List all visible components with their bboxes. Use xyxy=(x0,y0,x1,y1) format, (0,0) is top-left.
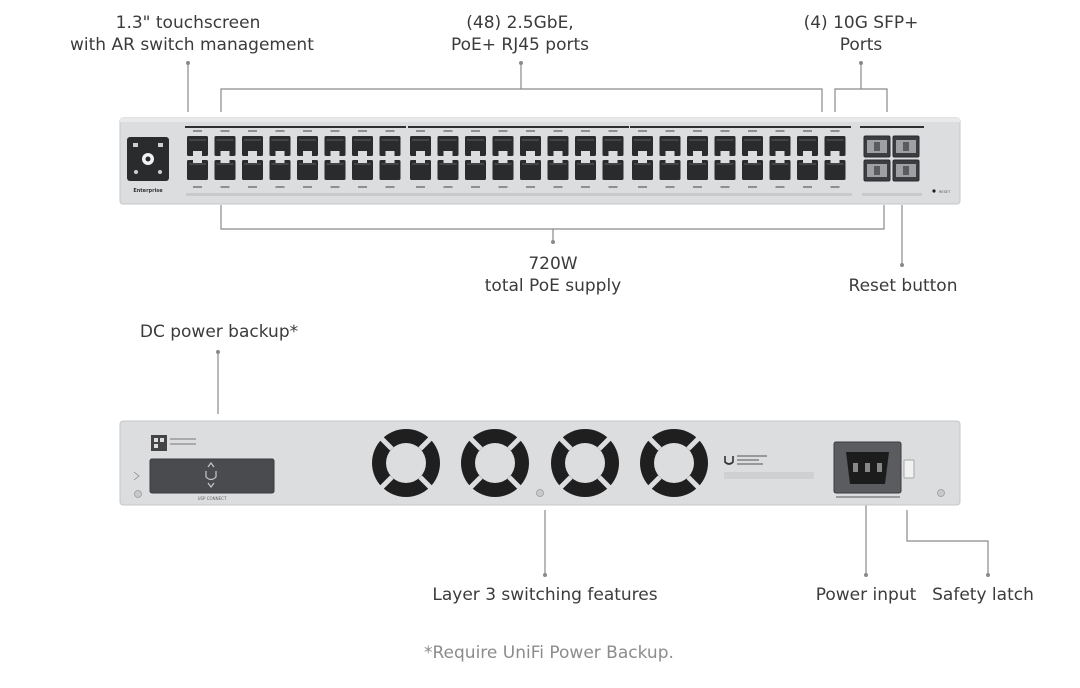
cooling-fans xyxy=(372,429,708,497)
usp-connect-label: USP CONNECT xyxy=(198,496,227,501)
sfp-port-array xyxy=(860,126,924,182)
sfp-ports-callout-line1: (4) 10G SFP+ xyxy=(803,13,919,33)
safety-latch-callout: Safety latch xyxy=(932,585,1034,605)
front-brand-label: Enterprise xyxy=(133,188,163,194)
layer3-callout: Layer 3 switching features xyxy=(432,585,658,605)
sfp-ports-callout: (4) 10G SFP+ Ports xyxy=(796,12,926,56)
poe-supply-callout-line1: 720W xyxy=(528,254,578,274)
touchscreen-callout-line1: 1.3" touchscreen xyxy=(115,13,261,33)
sfp-ports-callout-line2: Ports xyxy=(839,35,883,55)
touchscreen-callout: 1.3" touchscreen with AR switch manageme… xyxy=(70,12,314,56)
dc-backup-callout: DC power backup* xyxy=(139,322,299,342)
rj45-ports-callout: (48) 2.5GbE, PoE+ RJ45 ports xyxy=(420,12,620,56)
safety-latch-leader xyxy=(906,510,989,575)
poe-supply-callout-line2: total PoE supply xyxy=(484,276,622,296)
rear-screws xyxy=(134,489,945,498)
power-input-callout: Power input xyxy=(815,585,917,605)
rear-logo xyxy=(724,455,814,479)
safety-latch[interactable] xyxy=(903,459,915,479)
touchscreen-callout-line2: with AR switch management xyxy=(70,35,314,55)
leader-lines xyxy=(187,63,989,575)
dc-backup-port xyxy=(149,458,275,494)
front-panel: Enterprise RESET xyxy=(119,117,961,205)
rj45-ports-callout-line2: PoE+ RJ45 ports xyxy=(450,35,589,55)
reset-label: RESET xyxy=(939,190,951,194)
rj45-ports-callout-line1: (48) 2.5GbE, xyxy=(466,13,574,33)
rj45-leader xyxy=(220,63,823,112)
qr-code xyxy=(151,435,167,451)
rj45-port-array xyxy=(185,126,851,188)
reset-button-callout: Reset button xyxy=(848,276,958,296)
poe-leader xyxy=(220,205,885,242)
sfp-leader xyxy=(834,63,888,112)
poe-supply-callout: 720W total PoE supply xyxy=(470,253,636,297)
footnote: *Require UniFi Power Backup. xyxy=(424,643,674,663)
rear-panel: USP CONNECT xyxy=(119,420,961,506)
reset-button[interactable] xyxy=(932,189,936,193)
